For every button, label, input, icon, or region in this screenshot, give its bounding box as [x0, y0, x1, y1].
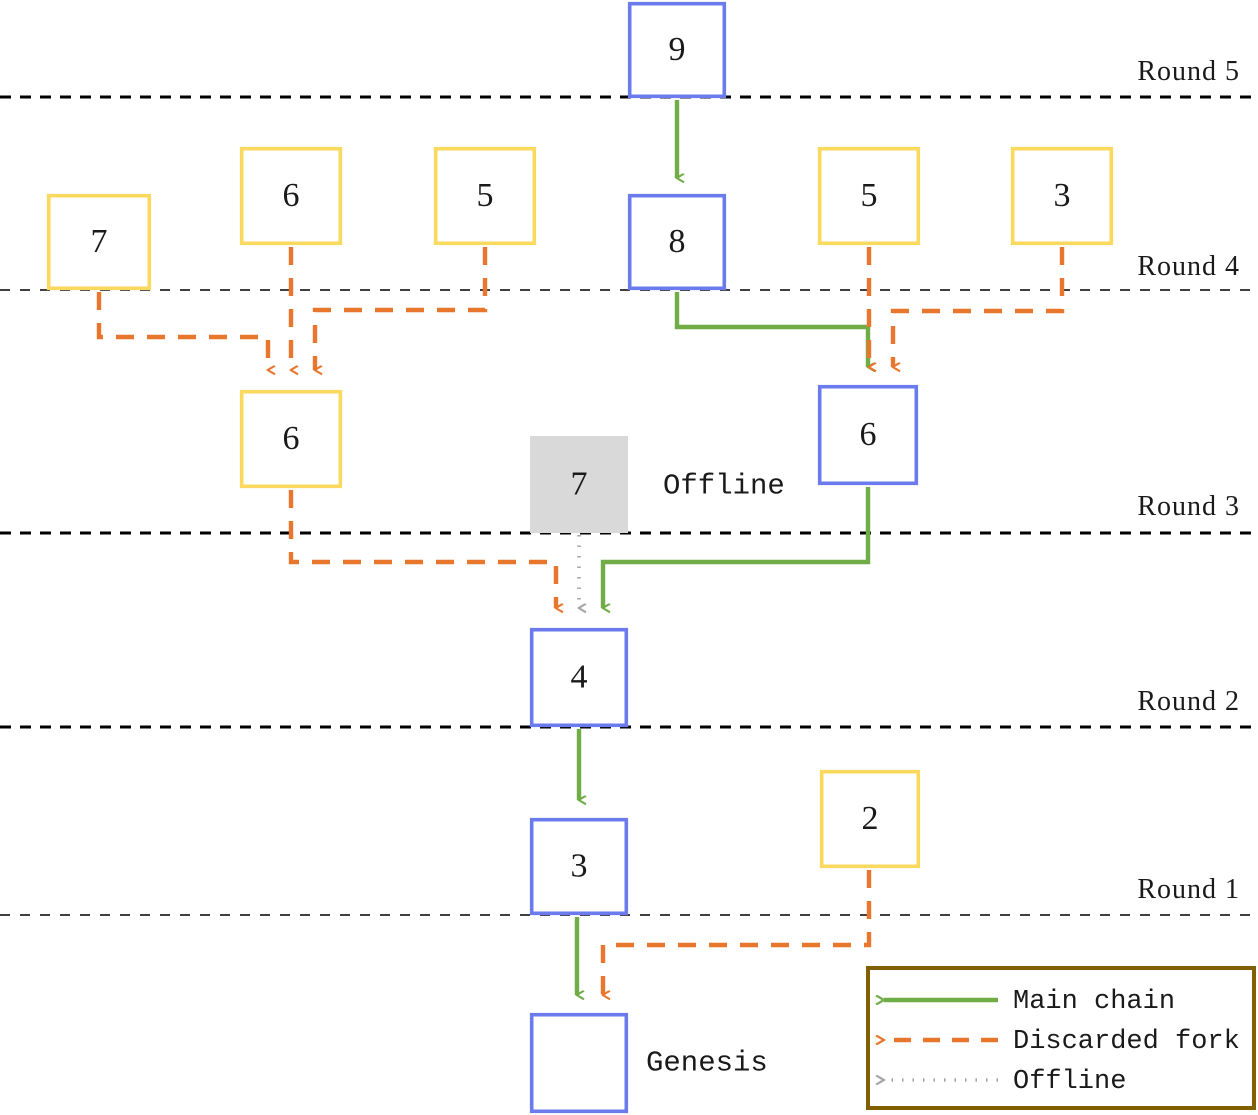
legend-offline-label: Offline	[1013, 1067, 1126, 1097]
block-rect-b3r1	[529, 817, 629, 916]
edge-e2-gen	[600, 870, 872, 995]
block-value-b2r1: 2	[862, 800, 879, 837]
edge-e3-6b	[890, 247, 1065, 367]
block-rect-b6r4	[239, 146, 343, 246]
block-value-b3r4: 3	[1054, 177, 1071, 214]
round-label-round-4: Round 4	[1137, 251, 1240, 282]
round-labels: Round 5 Round 4 Round 3 Round 2 Round 1	[1137, 56, 1240, 905]
legend-discarded-label: Discarded fork	[1013, 1027, 1240, 1057]
round-label-round-2: Round 2	[1137, 686, 1240, 717]
block-b3r4[interactable]: 3	[1010, 146, 1114, 246]
block-value-b3r1: 3	[571, 847, 588, 884]
block-rect-bgen	[529, 1012, 629, 1114]
block-b7r4[interactable]: 7	[46, 193, 152, 291]
block-b3r1[interactable]: 3	[529, 817, 629, 916]
edge-e6b-4	[600, 487, 871, 608]
round-label-round-5: Round 5	[1137, 56, 1240, 87]
block-value-b6r3y: 6	[283, 420, 300, 457]
block-rect-b2r1	[819, 769, 921, 869]
block-b8[interactable]: 8	[627, 193, 727, 291]
block-b5r4a[interactable]: 5	[433, 146, 537, 246]
block-rect-b6r3b	[817, 384, 919, 486]
block-rect-b5r4a	[433, 146, 537, 246]
edge-e7-6y	[96, 292, 268, 370]
block-rect-b8	[627, 193, 727, 291]
block-value-b4: 4	[571, 658, 588, 695]
block-b6r3b[interactable]: 6	[817, 384, 919, 486]
block-value-b8: 8	[669, 223, 686, 260]
block-b2r1[interactable]: 2	[819, 769, 921, 869]
block-b6r3y[interactable]: 6	[239, 389, 343, 489]
block-b5r4b[interactable]: 5	[817, 146, 921, 246]
edge-e6y-4	[288, 490, 556, 608]
offline-label: Offline	[663, 470, 785, 503]
block-rect-b5r4b	[817, 146, 921, 246]
block-value-b7r4: 7	[91, 223, 108, 260]
block-rect-b7off	[530, 436, 628, 533]
legend-main-label: Main chain	[1013, 987, 1175, 1017]
block-rect-b7r4	[46, 193, 152, 291]
block-rect-b3r4	[1010, 146, 1114, 246]
block-value-b5r4b: 5	[861, 177, 878, 214]
block-value-b9: 9	[669, 31, 686, 68]
block-value-b7off: 7	[571, 465, 588, 502]
block-value-b6r3b: 6	[860, 416, 877, 453]
block-value-b5r4a: 5	[477, 177, 494, 214]
blocks: 9 7 6 5 8 5 3 6 7 6 4 3 2	[46, 1, 1114, 1114]
block-rect-b9	[627, 1, 727, 99]
round-label-round-1: Round 1	[1137, 874, 1240, 905]
block-b7off[interactable]: 7	[530, 436, 628, 533]
block-bgen[interactable]	[529, 1012, 629, 1114]
chain-edges	[96, 100, 1065, 995]
edge-e5a-6y	[312, 247, 488, 370]
block-b4[interactable]: 4	[529, 627, 629, 728]
block-b9[interactable]: 9	[627, 1, 727, 99]
block-rect-b6r3y	[239, 389, 343, 489]
block-rect-b4	[529, 627, 629, 728]
block-value-b6r4: 6	[283, 177, 300, 214]
edge-e8-6	[674, 292, 868, 367]
round-label-round-3: Round 3	[1137, 491, 1240, 522]
block-b6r4[interactable]: 6	[239, 146, 343, 246]
genesis-label: Genesis	[646, 1047, 768, 1080]
